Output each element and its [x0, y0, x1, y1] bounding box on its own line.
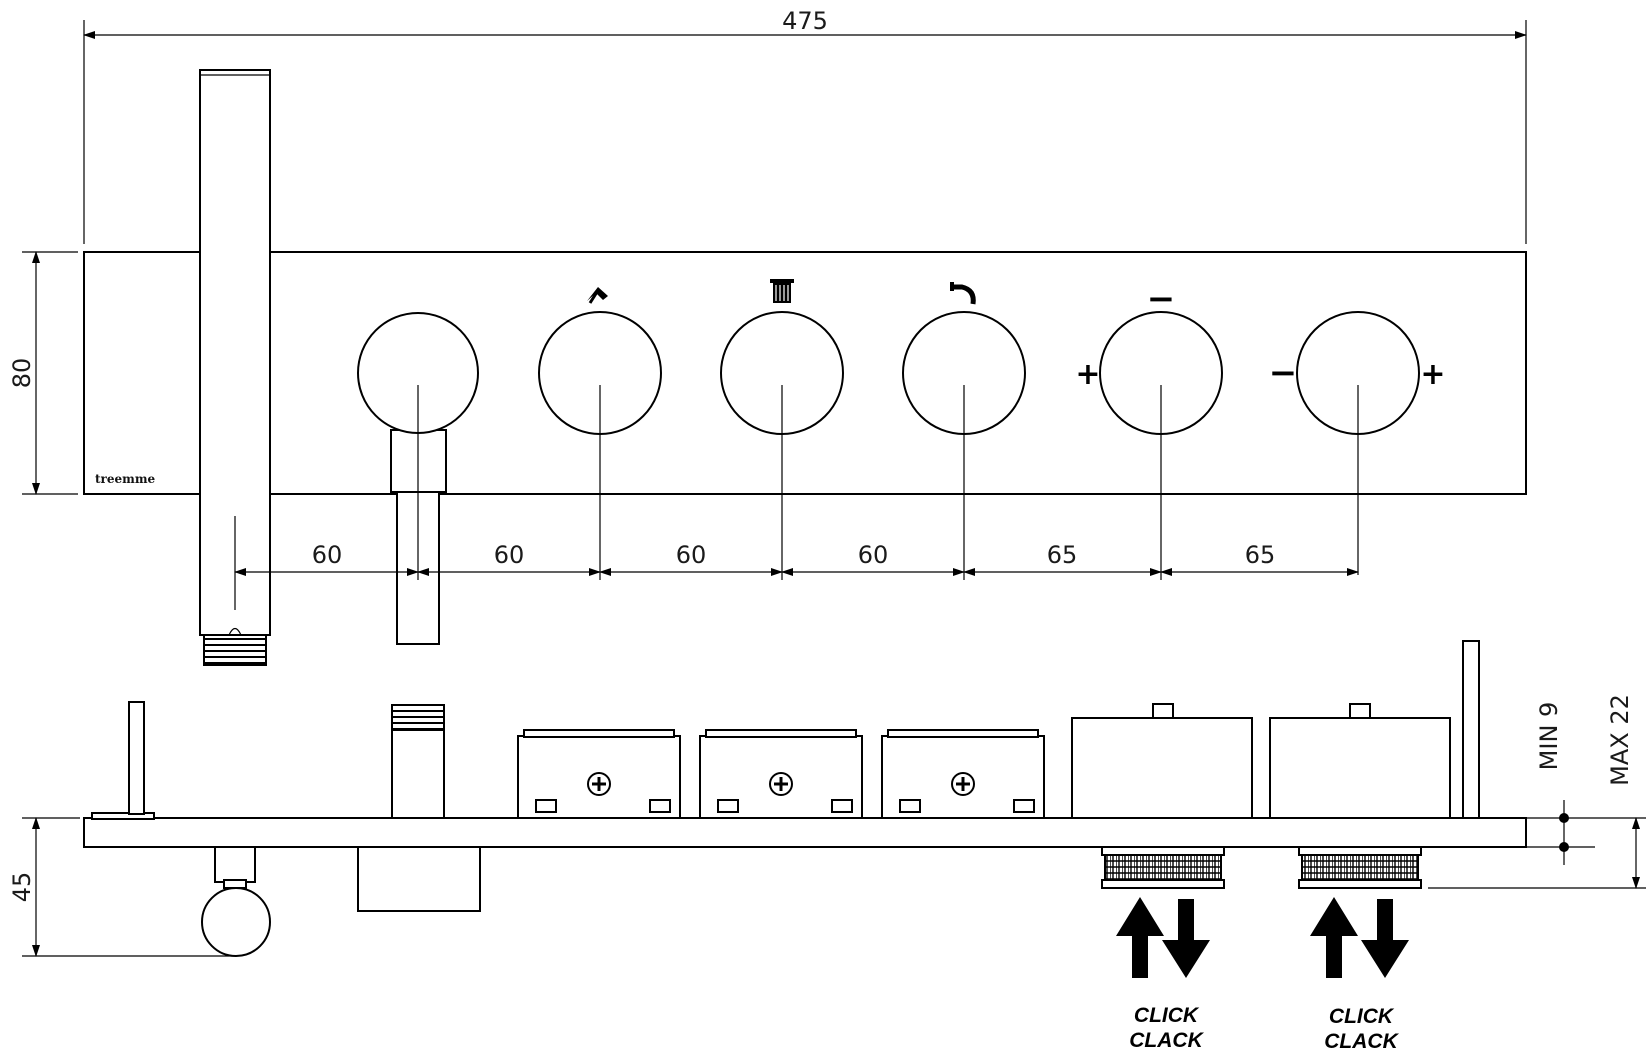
- holder-post-side: [91, 701, 155, 820]
- overhead-shower-icon: [770, 279, 794, 303]
- spout-icon: [950, 282, 976, 305]
- spacing-dimension: 60 60 60 60 65 65: [234, 541, 1359, 576]
- spacing-label-5: 65: [1047, 541, 1078, 569]
- center-lines: [417, 385, 1359, 580]
- mixer-body-side: [357, 846, 481, 912]
- knurled-knob-2: [1298, 846, 1422, 889]
- overall-width-dimension: 475: [83, 7, 1527, 244]
- plate-height-dimension: 80: [8, 251, 78, 495]
- hand-shower-icon: [587, 287, 608, 304]
- knob2-right-sign: +: [1420, 357, 1445, 392]
- brand-logo: treemme: [95, 472, 156, 486]
- thermostat-body-side-1: [1071, 703, 1253, 819]
- spacing-label-4: 60: [858, 541, 889, 569]
- knob1-top-sign: −: [1147, 279, 1176, 319]
- max-label: MAX 22: [1606, 694, 1634, 786]
- cartridge-side-2: [699, 729, 863, 819]
- protrusion-dimensions: MIN 9 MAX 22: [1428, 694, 1646, 889]
- knurled-knob-1: [1101, 846, 1225, 889]
- knob2-left-sign: −: [1269, 353, 1298, 393]
- base-plate-side: [83, 817, 1527, 848]
- overall-width-label: 475: [782, 7, 828, 35]
- push-down-arrow-1: [1162, 899, 1210, 978]
- push-up-arrow-2: [1310, 897, 1358, 978]
- clack-label-2: CLACK: [1324, 1030, 1399, 1053]
- shower-connector-side: [201, 846, 271, 957]
- thermostat-body-side-2: [1269, 703, 1451, 819]
- outlet-pin-side: [1462, 640, 1480, 819]
- spacing-label-6: 65: [1245, 541, 1276, 569]
- diverter-side: [391, 704, 445, 819]
- knob1-left-sign: +: [1075, 357, 1100, 392]
- plate-height-label: 80: [8, 358, 36, 389]
- min-label: MIN 9: [1535, 702, 1563, 771]
- clack-label-1: CLACK: [1129, 1029, 1204, 1052]
- click-label-1: CLICK: [1134, 1004, 1200, 1027]
- click-label-2: CLICK: [1329, 1005, 1395, 1028]
- hand-shower-top: [199, 69, 271, 666]
- cartridge-side-3: [881, 729, 1045, 819]
- spacing-label-3: 60: [676, 541, 707, 569]
- spacing-label-2: 60: [494, 541, 525, 569]
- spacing-label-1: 60: [312, 541, 343, 569]
- cartridge-side-1: [517, 729, 681, 819]
- depth-dimension: 45: [8, 817, 232, 957]
- depth-label: 45: [8, 872, 36, 903]
- push-down-arrow-2: [1361, 899, 1409, 978]
- push-up-arrow-1: [1116, 897, 1164, 978]
